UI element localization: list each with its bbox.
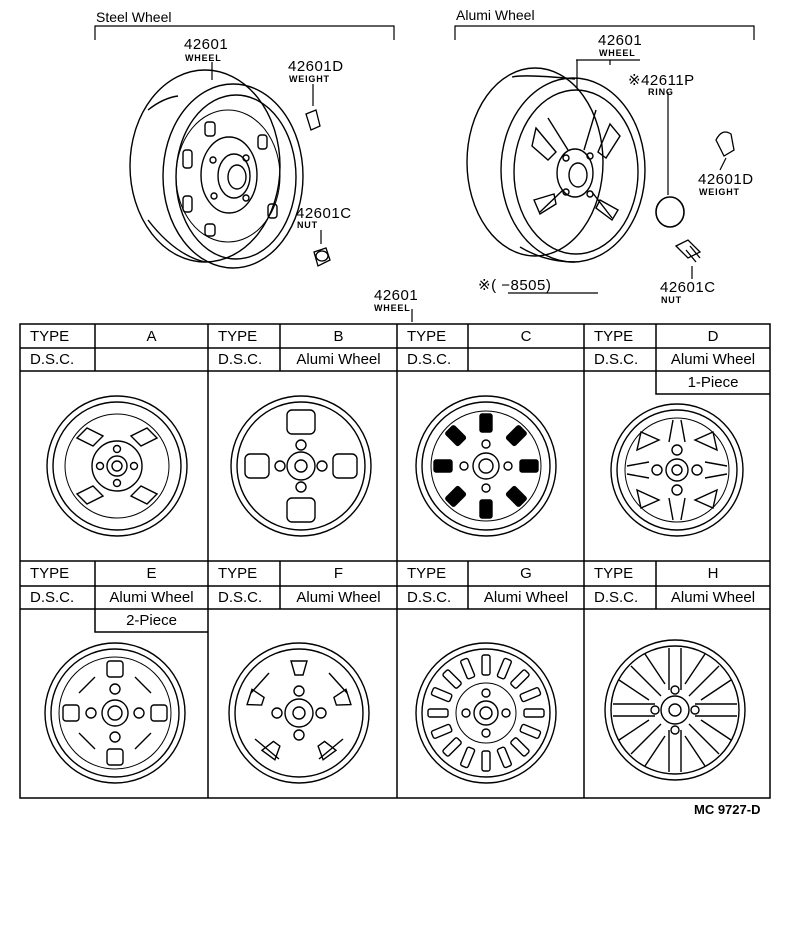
dsc-value-d: Alumi Wheel xyxy=(670,351,756,368)
type-value-d: D xyxy=(707,327,719,345)
table-wheel-part-number: 42601 xyxy=(374,287,419,304)
dsc-value-f: Alumi Wheel xyxy=(296,589,381,606)
steel-wheel-part-number: 42601 xyxy=(184,36,229,53)
type-value-e: E xyxy=(146,565,157,582)
alumi-weight-part-number: 42601D xyxy=(698,171,754,188)
wheel-drawing-h xyxy=(604,639,746,781)
dsc-label: D.S.C. xyxy=(407,589,452,606)
dsc-value-e: Alumi Wheel xyxy=(109,589,194,606)
piece-value-e: 2-Piece xyxy=(126,612,177,629)
type-value-a: A xyxy=(146,327,157,345)
type-label: TYPE xyxy=(30,565,70,582)
alumi-group-bracket xyxy=(454,25,755,40)
type-label: TYPE xyxy=(30,327,70,345)
wheel-drawing-g xyxy=(415,642,557,784)
steel-weight-part-label: WEIGHT xyxy=(289,74,330,84)
alumi-weight-part-label: WEIGHT xyxy=(699,187,740,197)
alumi-wheel-part-number: 42601 xyxy=(598,32,643,49)
type-value-g: G xyxy=(520,565,532,582)
steel-nut-part-number: 42601C xyxy=(296,205,352,222)
ring-part xyxy=(655,196,685,228)
steel-balance-weight-part xyxy=(305,109,321,131)
table-wheel-part-label: WHEEL xyxy=(374,303,411,313)
steel-wheel-title: Steel Wheel xyxy=(96,9,172,25)
alumi-nut-part-number: 42601C xyxy=(660,279,716,296)
alumi-wheel-part-label: WHEEL xyxy=(599,48,636,58)
type-label: TYPE xyxy=(407,565,447,582)
ring-part-number: ※42611P xyxy=(628,72,695,89)
dsc-label: D.S.C. xyxy=(218,589,263,606)
alumi-balance-weight-part xyxy=(715,131,735,157)
dsc-label: D.S.C. xyxy=(594,351,639,368)
type-label: TYPE xyxy=(594,327,634,345)
ring-part-label: RING xyxy=(648,87,674,97)
steel-wheel-part-label: WHEEL xyxy=(185,53,222,63)
applicability-note: ※( −8505) xyxy=(478,277,552,294)
wheel-drawing-f xyxy=(228,642,370,784)
wheel-drawing-e xyxy=(44,642,186,784)
dsc-value-b: Alumi Wheel xyxy=(296,351,381,368)
dsc-value-g: Alumi Wheel xyxy=(483,589,569,606)
dsc-label: D.S.C. xyxy=(30,589,75,606)
type-value-c: C xyxy=(520,327,532,345)
alumi-wheel-drawing xyxy=(466,67,646,263)
dsc-value-h: Alumi Wheel xyxy=(670,589,756,606)
type-label: TYPE xyxy=(218,565,258,582)
type-label: TYPE xyxy=(218,327,258,345)
steel-wheel-drawing xyxy=(129,69,304,269)
steel-nut-part xyxy=(313,247,331,267)
type-value-f: F xyxy=(333,565,344,582)
dsc-label: D.S.C. xyxy=(407,351,452,368)
wheel-drawing-a xyxy=(46,395,188,537)
alumi-wheel-title: Alumi Wheel xyxy=(456,7,535,23)
piece-value-d: 1-Piece xyxy=(687,374,739,391)
wheel-drawing-d xyxy=(610,403,744,537)
dsc-label: D.S.C. xyxy=(594,589,639,606)
steel-weight-part-number: 42601D xyxy=(288,58,344,75)
dsc-label: D.S.C. xyxy=(30,351,75,368)
dsc-label: D.S.C. xyxy=(218,351,263,368)
type-label: TYPE xyxy=(407,327,447,345)
alumi-nut-part-label: NUT xyxy=(661,295,682,305)
type-label: TYPE xyxy=(594,565,634,582)
type-value-b: B xyxy=(333,327,344,345)
alumi-nut-part xyxy=(674,239,702,263)
top-illustrations xyxy=(94,25,755,322)
wheel-drawing-b xyxy=(230,395,372,537)
type-value-h: H xyxy=(707,565,719,582)
steel-group-bracket xyxy=(94,25,395,40)
steel-nut-part-label: NUT xyxy=(297,220,318,230)
diagram-code: MC 9727-D xyxy=(694,802,761,817)
wheel-drawing-c xyxy=(415,395,557,537)
